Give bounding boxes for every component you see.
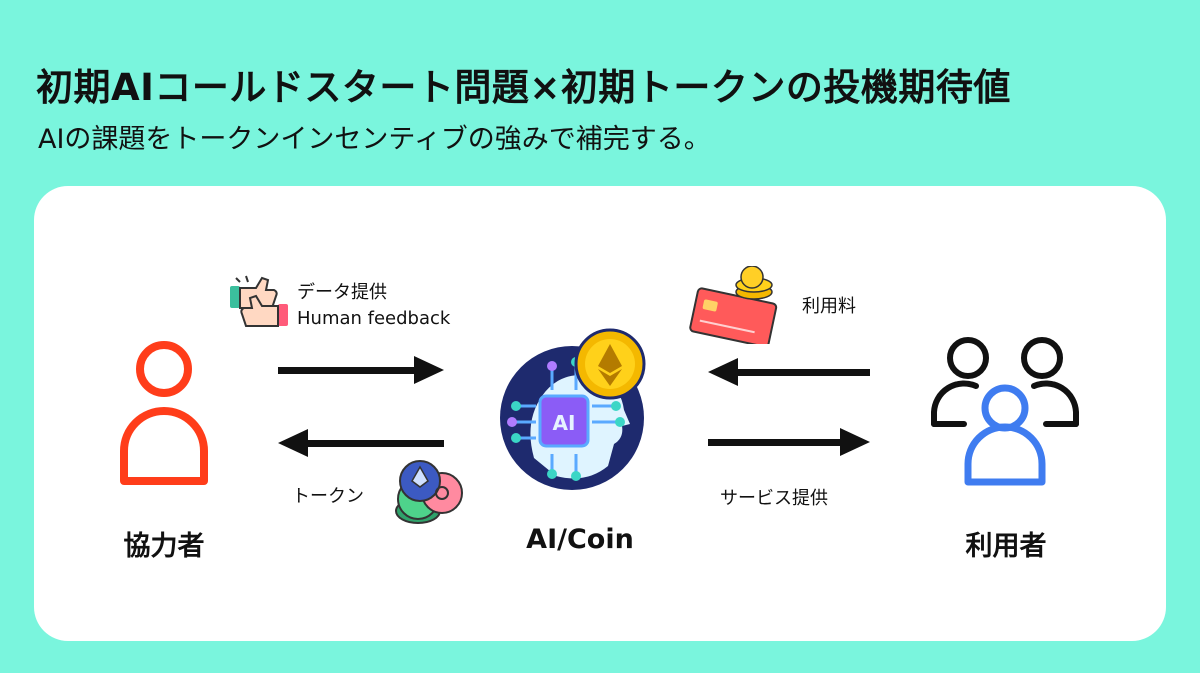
- page-subtitle: AIの課題をトークンインセンティブの強みで補完する。: [38, 124, 711, 155]
- ai-head-chip-icon: AI: [500, 328, 646, 490]
- thumbs-feedback-icon: [230, 275, 288, 327]
- credit-card-coins-icon: [689, 266, 778, 344]
- arrow-left-token: [278, 429, 444, 457]
- user-label: 利用者: [965, 531, 1047, 562]
- arrow-right-service: [708, 428, 870, 456]
- crypto-coins-icon: [395, 460, 463, 524]
- contributor-person-icon: [120, 341, 208, 485]
- contributor-label: 協力者: [123, 531, 205, 562]
- arrow-right-data: [278, 356, 444, 384]
- flow-fee-label: 利用料: [802, 296, 856, 317]
- page-title: 初期AIコールドスタート問題×初期トークンの投機期待値: [36, 66, 1011, 109]
- ai-chip-text: AI: [553, 411, 576, 435]
- flow-service-label: サービス提供: [720, 488, 828, 509]
- flow-token-label: トークン: [292, 486, 364, 507]
- ai-coin-label: AI/Coin: [526, 524, 634, 555]
- arrow-left-fee: [708, 358, 870, 386]
- flow-data-line1: データ提供: [297, 282, 387, 303]
- flow-data-line2: Human feedback: [297, 308, 451, 329]
- flow-data-label: データ提供 Human feedback: [297, 280, 450, 332]
- diagram-card: 協力者 データ提供 Human feedback トークン: [34, 186, 1166, 641]
- user-group-icon: [931, 337, 1079, 486]
